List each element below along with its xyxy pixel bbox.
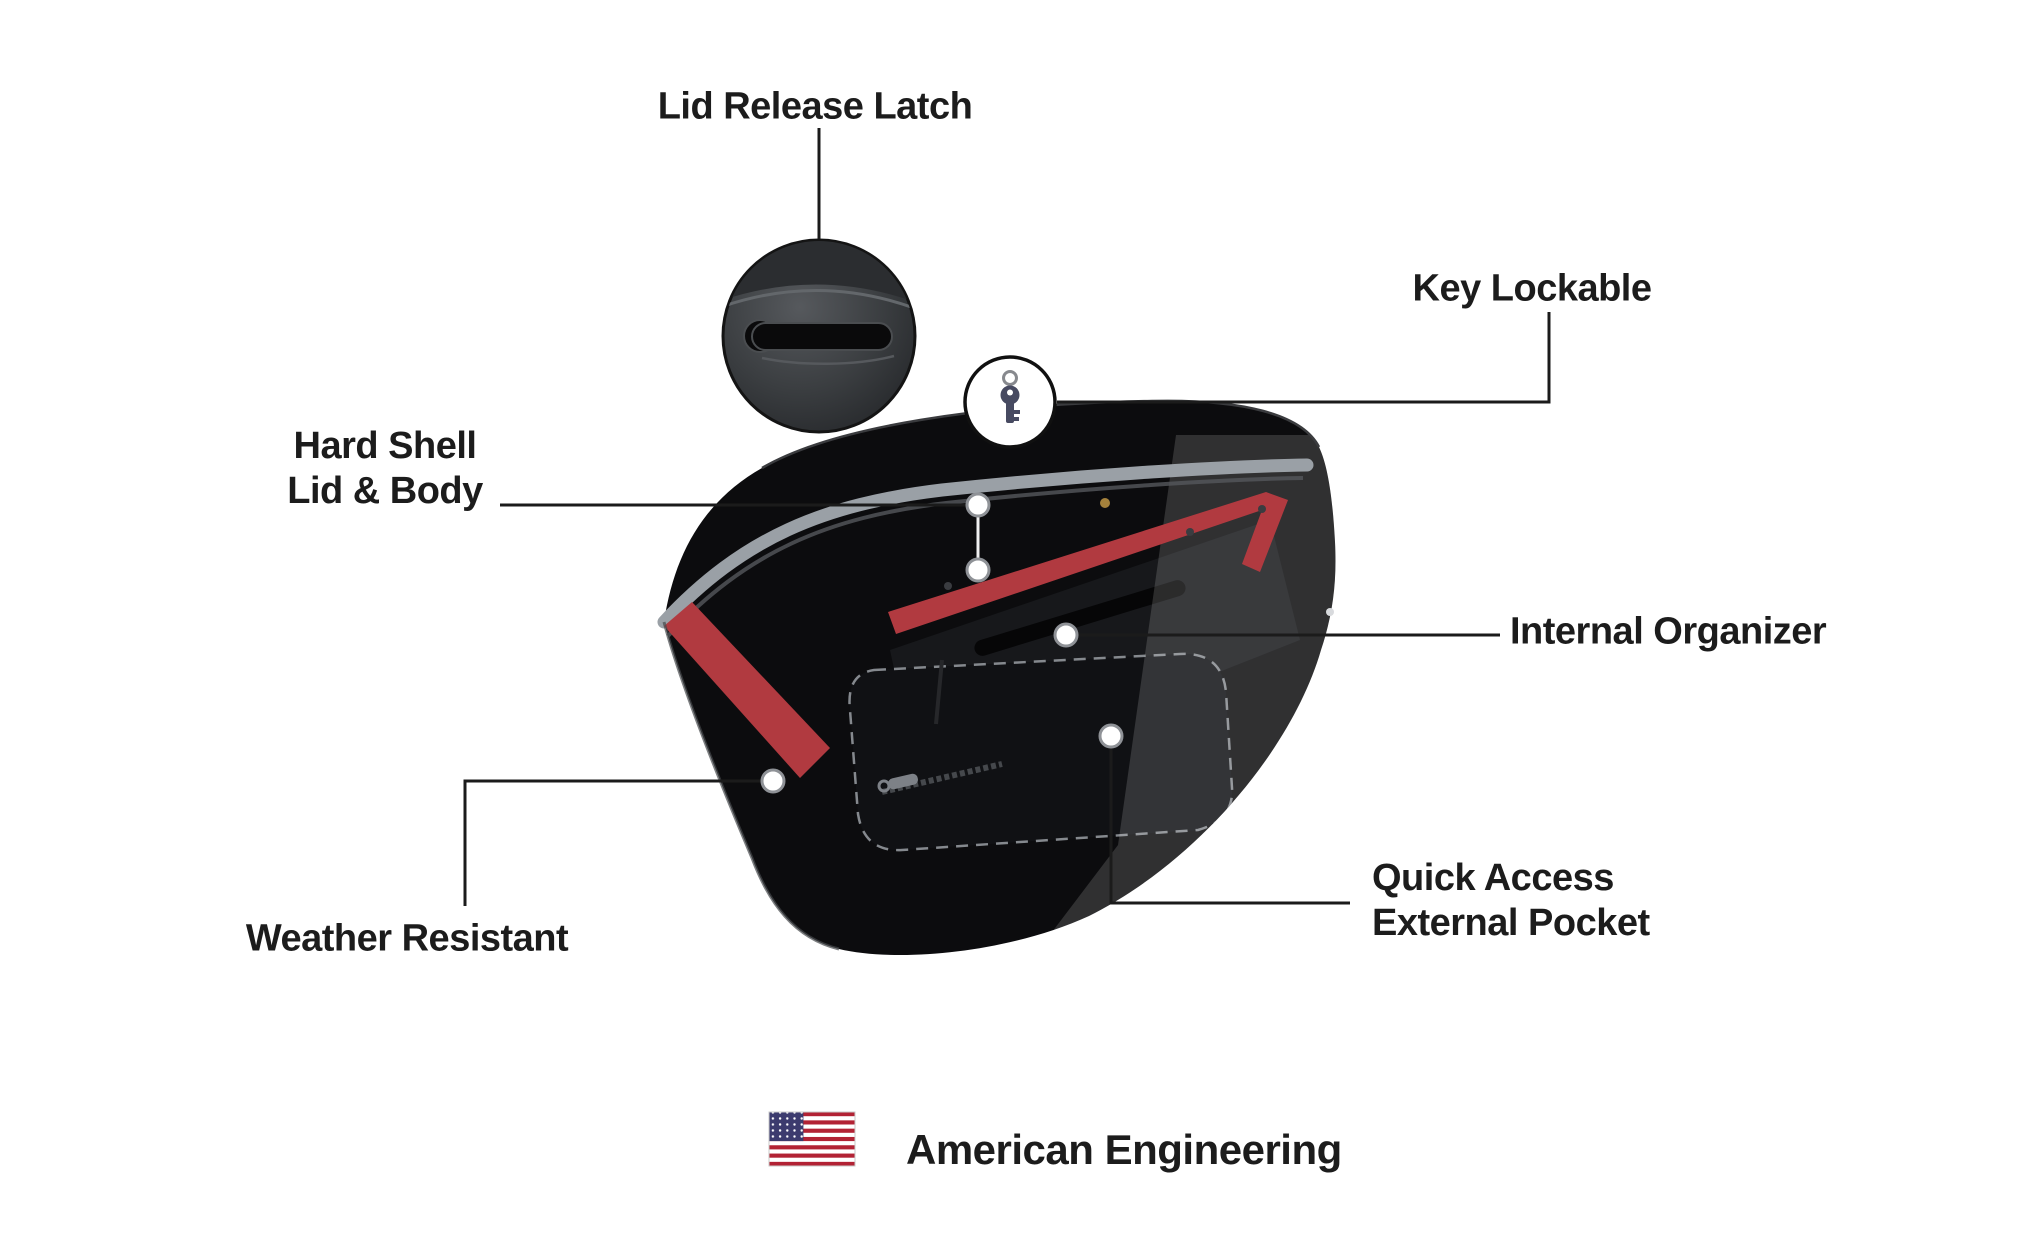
callout-dot-internal-organizer [1053, 622, 1079, 648]
label-text: Quick Access [1372, 857, 1614, 900]
label-text: Weather Resistant [245, 917, 569, 960]
label-text: American Engineering [906, 1126, 1342, 1174]
zipper-pull [888, 773, 918, 790]
callout-label-hard-shell-lid-body: Hard Shell Lid & Body [287, 424, 483, 514]
label-text: External Pocket [1372, 902, 1650, 944]
callout-label-lid-release-latch: Lid Release Latch [658, 85, 973, 130]
left-bottom-piping [662, 621, 840, 951]
callout-dot-hard-shell-body [965, 557, 991, 583]
screw-rivet [1258, 505, 1266, 513]
callout-label-quick-access-external-pocket: Quick Access External Pocket [1372, 856, 1650, 946]
saddlebag-illustration [657, 399, 1336, 956]
lid-seam-shadow [666, 476, 1304, 638]
label-text: Lid Release Latch [657, 85, 973, 128]
inset-lid-seam [724, 289, 914, 310]
screw-rivet [1186, 528, 1194, 536]
external-pocket-outline [848, 652, 1234, 852]
pocket-divider-seam [934, 659, 944, 725]
label-text: Key Lockable [1412, 267, 1653, 310]
callout-dot-quick-access [1098, 723, 1124, 749]
label-text: Lid & Body [287, 470, 483, 512]
callout-line-key-lockable [1057, 312, 1551, 404]
callout-dot-hard-shell-lid [965, 492, 991, 518]
screw-rivet [944, 582, 952, 590]
latch-highlight [761, 354, 895, 365]
callout-label-key-lockable: Key Lockable [1412, 267, 1653, 312]
lid-latch-inset [721, 238, 917, 434]
callout-line-weather-resistant [463, 779, 773, 906]
organizer-slot [974, 580, 1186, 656]
callout-label-weather-resistant: Weather Resistant [245, 917, 569, 962]
latch-lever [751, 322, 893, 351]
accent-stripe-left [664, 602, 830, 778]
lid-seam-trim [657, 458, 1314, 629]
key-lock-badge [963, 355, 1057, 449]
lock-keyhole-rivet [1100, 498, 1110, 508]
right-edge-highlight [1326, 608, 1334, 616]
callout-dot-weather-resistant [760, 768, 786, 794]
label-text: Hard Shell [293, 425, 477, 468]
key-icon [1000, 370, 1020, 423]
callout-lines [463, 128, 1551, 906]
callout-label-internal-organizer: Internal Organizer [1510, 610, 1827, 655]
zipper-ring [877, 779, 891, 793]
callout-dots [760, 492, 1124, 794]
footer-label-american-engineering: American Engineering [906, 1125, 1342, 1175]
label-text: Internal Organizer [1510, 610, 1827, 653]
callout-line-quick-access [1109, 736, 1350, 905]
us-flag-icon [768, 1111, 856, 1167]
accent-stripe-front [888, 492, 1288, 634]
